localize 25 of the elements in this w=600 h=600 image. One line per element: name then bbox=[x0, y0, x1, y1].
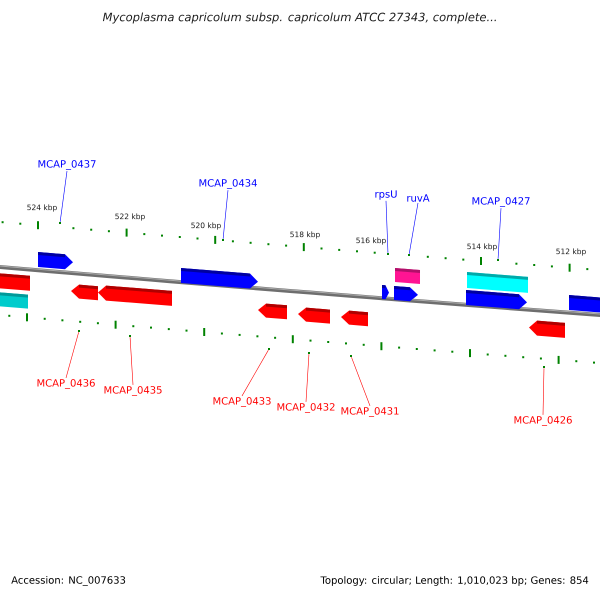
leader-line bbox=[130, 336, 134, 386]
leader-line bbox=[408, 202, 418, 254]
leader-line bbox=[222, 190, 228, 240]
info-text: Accession: NC_007633 bbox=[11, 576, 126, 586]
gene-label: MCAP_0431 bbox=[342, 407, 399, 417]
leader-line bbox=[542, 368, 544, 416]
gene-label: MCAP_0435 bbox=[104, 386, 162, 396]
leader-line bbox=[60, 170, 68, 222]
gene-label: rpsU bbox=[375, 190, 397, 200]
gene-label: ruvA bbox=[407, 194, 430, 202]
gene-label: MCAP_0426 bbox=[514, 416, 572, 426]
gene-label: MCAP_0434 bbox=[200, 179, 257, 189]
leader-line bbox=[306, 354, 310, 402]
leader-line bbox=[66, 332, 79, 378]
gene-label: MCAP_0437 bbox=[38, 160, 96, 170]
leader-line bbox=[498, 208, 502, 260]
leader-line bbox=[351, 356, 370, 406]
title: Mycoplasma capricolum subsp. capricolum ATCC 27343, complete... bbox=[102, 12, 496, 24]
gene-label: MCAP_0433 bbox=[214, 397, 271, 407]
gene-label: MCAP_0427 bbox=[472, 197, 530, 207]
leader-line bbox=[242, 350, 269, 396]
gene-label: MCAP_0436 bbox=[38, 379, 95, 389]
leader-line bbox=[386, 200, 388, 254]
gene-label: MCAP_0432 bbox=[278, 403, 334, 413]
info-text: Topology: circular; Length: 1,010,023 bp; Genes: 854 bbox=[320, 576, 588, 586]
